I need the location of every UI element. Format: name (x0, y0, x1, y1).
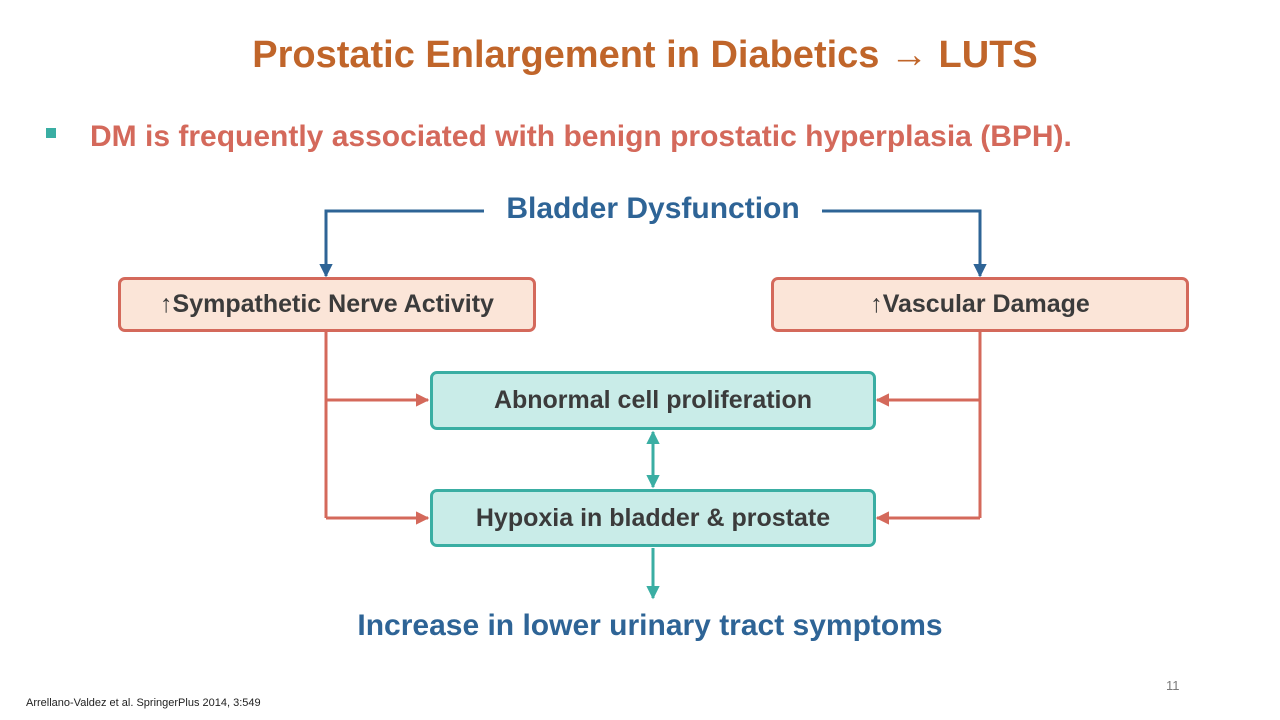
bladder-dysfunction-label: Bladder Dysfunction (506, 192, 800, 225)
connector-dysfunction-to-vascular (822, 209, 987, 278)
vascular-damage-box: ↑Vascular Damage (771, 277, 1189, 332)
bullet-text: DM is frequently associated with benign … (90, 120, 1072, 153)
page-number: 11 (1166, 678, 1180, 693)
slide-title: Prostatic Enlargement in Diabetics → LUT… (252, 34, 1038, 76)
bullet-marker (46, 128, 56, 138)
abnormal-cell-proliferation-box: Abnormal cell proliferation (430, 371, 876, 430)
hypoxia-box: Hypoxia in bladder & prostate (430, 489, 876, 547)
sympathetic-nerve-activity-box: ↑Sympathetic Nerve Activity (118, 277, 536, 332)
reference-citation: Arrellano-Valdez et al. SpringerPlus 201… (26, 697, 261, 709)
lower-urinary-tract-symptoms-label: Increase in lower urinary tract symptoms (357, 609, 943, 642)
connector-dysfunction-to-sympathetic (319, 209, 484, 278)
